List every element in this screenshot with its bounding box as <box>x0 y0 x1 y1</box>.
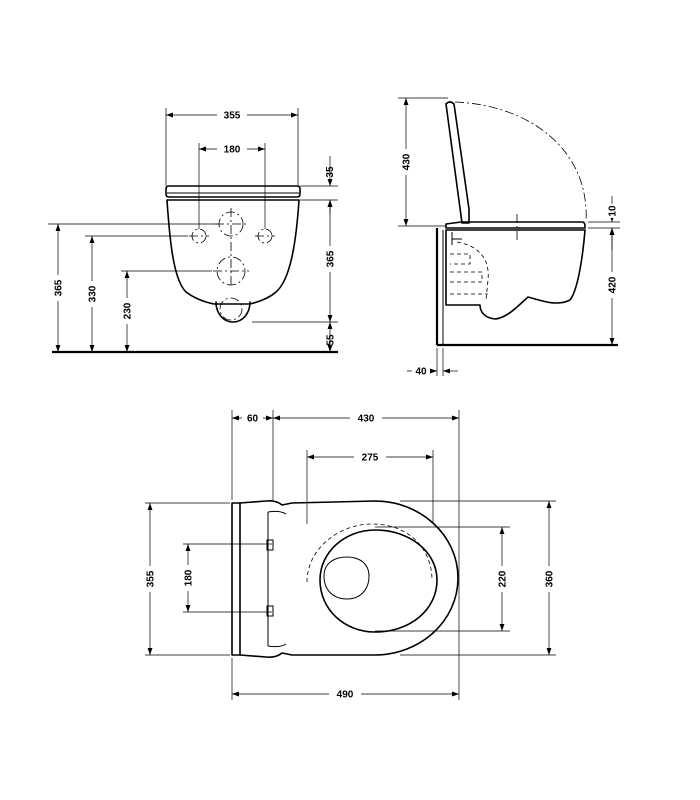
water-surface <box>324 557 369 599</box>
lid-swing-arc <box>455 102 586 222</box>
dim-seat-thickness: 35 <box>325 166 336 178</box>
dim-rear-offset: 60 <box>247 414 259 425</box>
dim-bolt-spacing: 180 <box>224 145 241 156</box>
side-view: 430 10 420 40 <box>398 98 620 378</box>
dim-pan-width: 355 <box>224 111 241 122</box>
dim-overall-width: 355 <box>146 570 157 587</box>
dim-opening-length: 275 <box>362 453 379 464</box>
dim-wall-gap: 40 <box>415 367 427 378</box>
dim-rim-height: 365 <box>54 279 65 296</box>
dim-bottom-offset: 55 <box>326 334 337 346</box>
raised-lid <box>446 102 469 223</box>
rear-frame <box>232 503 240 655</box>
bowl <box>446 230 585 319</box>
dim-bolt-height: 330 <box>88 285 99 302</box>
dim-lid-height: 430 <box>402 153 413 170</box>
dim-outlet-height: 230 <box>123 302 134 319</box>
dim-pan-height: 365 <box>326 250 337 267</box>
dim-rim-height: 420 <box>608 276 619 293</box>
dim-opening-width: 220 <box>498 570 509 587</box>
bowl-outline-hidden <box>307 524 432 582</box>
seat-outline <box>240 501 458 657</box>
dim-bolt-spacing: 180 <box>184 569 195 586</box>
spigot-circle <box>220 298 242 320</box>
dim-overall-length: 490 <box>337 690 354 701</box>
seat-band <box>166 186 300 197</box>
top-view: 60 430 275 355 180 220 360 490 <box>144 410 556 701</box>
dim-seat-gap: 10 <box>608 205 619 217</box>
pan-body <box>167 200 299 304</box>
seat-opening <box>320 530 437 632</box>
front-view: 355 180 35 365 55 365 330 230 <box>48 108 338 352</box>
dim-seat-width: 360 <box>545 570 556 587</box>
dim-seat-length: 430 <box>358 414 375 425</box>
